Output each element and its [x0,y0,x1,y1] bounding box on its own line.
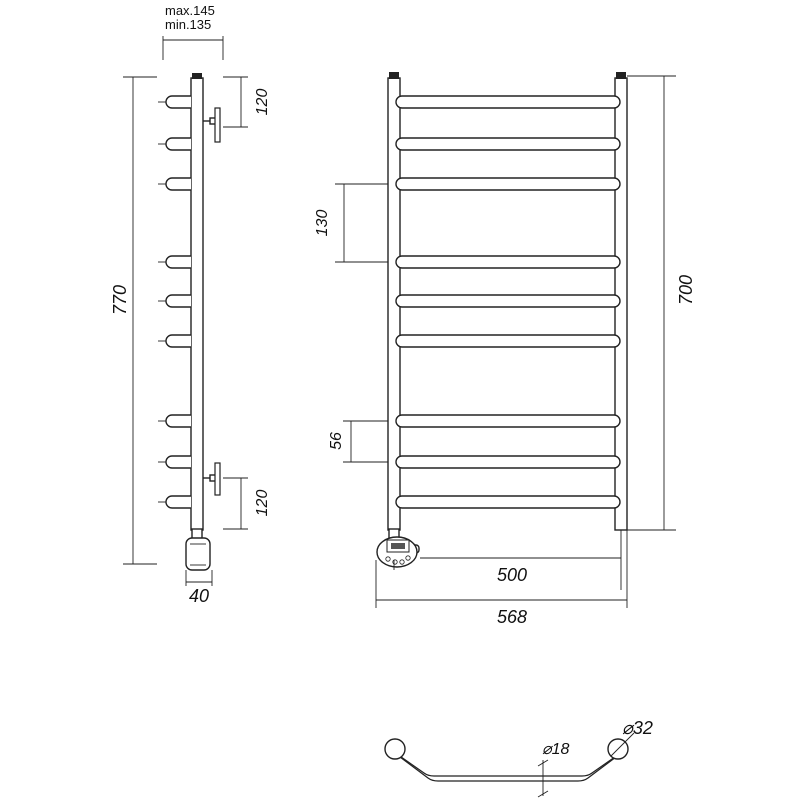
rail-diameter-mark [610,741,626,757]
width-568-label: 568 [497,607,527,627]
side-bar [165,137,191,151]
front-bars [395,95,621,509]
bracket-plate [214,462,221,496]
spacing-56-label: 56 [328,432,345,450]
bottom-120-label: 120 [254,490,271,517]
side-center-marks [158,101,166,503]
controller-button-icon [392,559,398,565]
heater-40-label: 40 [189,586,209,606]
controller-screen [391,543,405,549]
side-rail [190,77,204,531]
left-rail-section [384,738,406,760]
right-rail-cap [616,72,626,79]
bottom-wall-bracket [203,462,221,496]
profile-bar-outer [399,756,617,782]
front-bar [395,177,621,191]
side-bar [165,495,191,509]
bracket-plate [214,107,221,143]
side-heater-unit [185,528,211,571]
side-bar [165,95,191,109]
front-bar [395,334,621,348]
mount-max-label: max.145 [165,3,215,18]
front-bar [395,255,621,269]
top-120-label: 120 [254,89,271,116]
profile-view: ⌀32 ⌀18 [384,718,653,798]
side-bar [165,177,191,191]
front-bar [395,414,621,428]
spacing-130-label: 130 [314,210,331,237]
side-bars [165,95,191,509]
rail-diameter-label: ⌀32 [622,718,653,738]
front-heater-unit [376,528,420,568]
left-rail-cap [389,72,399,79]
front-bar [395,294,621,308]
top-wall-bracket [203,107,221,143]
front-view: 130 56 700 500 568 [314,72,696,627]
controller-button-icon [385,556,391,562]
side-bar [165,294,191,308]
width-500-label: 500 [497,565,527,585]
side-bar [165,255,191,269]
bar-diameter-label: ⌀18 [542,741,570,758]
front-bar [395,455,621,469]
front-bar [395,495,621,509]
side-rail-cap [192,73,202,79]
side-bar [165,334,191,348]
height-770-label: 770 [110,285,130,315]
bar-diameter-arrow [537,790,549,798]
front-bar [395,95,621,109]
side-view: max.145 min.135 770 [110,3,271,606]
profile-bar-inner [393,751,623,777]
mount-min-label: min.135 [165,17,211,32]
controller-button-icon [399,559,405,565]
front-bar [395,137,621,151]
controller-button-icon [405,555,411,561]
rail-diameter-leader [624,732,635,743]
heater-body [185,537,211,571]
side-bar [165,414,191,428]
side-bar [165,455,191,469]
axis-700-label: 700 [676,275,696,305]
bar-diameter-arrow [537,759,549,767]
